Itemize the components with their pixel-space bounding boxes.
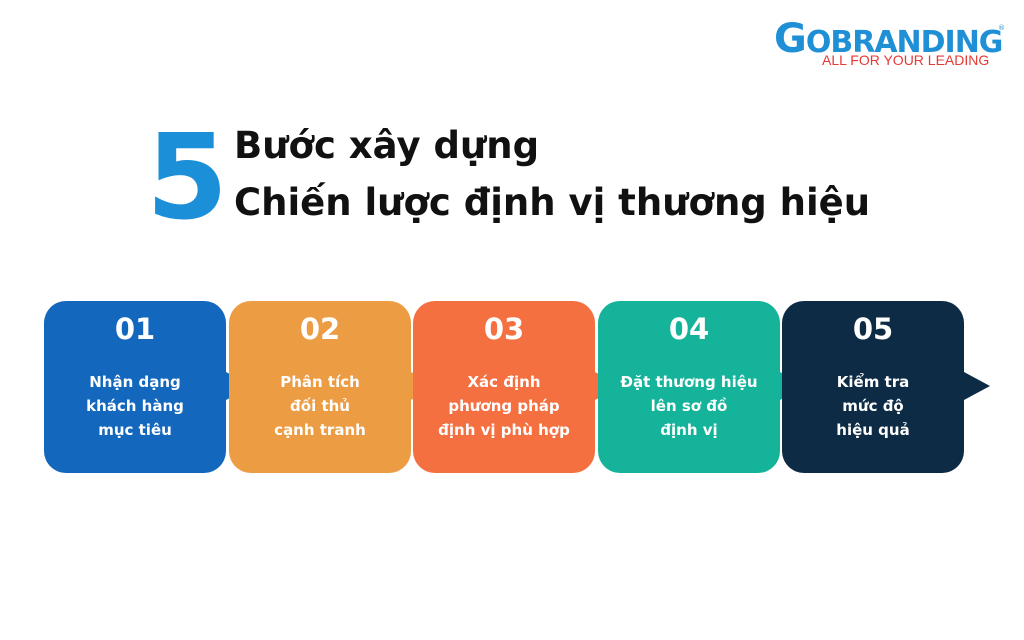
step-label-line: đối thủ bbox=[290, 397, 350, 415]
step-number: 03 bbox=[483, 312, 525, 346]
step-label-line: định vị bbox=[660, 421, 718, 439]
logo-g-letter: G bbox=[774, 16, 807, 62]
step-number: 04 bbox=[668, 312, 710, 346]
step-label-line: hiệu quả bbox=[836, 421, 910, 439]
gobranding-logo: GOBRANDING ® ALL FOR YOUR LEADING bbox=[774, 19, 1005, 72]
step-label-line: Kiểm tra bbox=[836, 373, 910, 391]
step-label-line: lên sơ đồ bbox=[650, 397, 728, 415]
step-card-2: 02 Phân tích đối thủ cạnh tranh bbox=[229, 301, 411, 473]
step-card-5: 05 Kiểm tra mức độ hiệu quả bbox=[782, 301, 964, 473]
logo-wordmark: GOBRANDING bbox=[774, 19, 1004, 60]
title-number: 5 bbox=[146, 108, 229, 246]
step-card-1: 01 Nhận dạng khách hàng mục tiêu bbox=[44, 301, 226, 473]
step-card-4: 04 Đặt thương hiệu lên sơ đồ định vị bbox=[598, 301, 780, 473]
logo-tagline: ALL FOR YOUR LEADING bbox=[822, 52, 990, 68]
step-card-3: 03 Xác định phương pháp định vị phù hợp bbox=[413, 301, 595, 473]
step-label-line: phương pháp bbox=[448, 397, 560, 415]
arrow-icon bbox=[964, 372, 990, 400]
step-label: Phân tích đối thủ cạnh tranh bbox=[235, 370, 405, 442]
step-number: 02 bbox=[299, 312, 341, 346]
step-number: 01 bbox=[114, 312, 156, 346]
step-label-line: định vị phù hợp bbox=[438, 421, 570, 439]
step-label: Đặt thương hiệu lên sơ đồ định vị bbox=[604, 370, 774, 442]
step-label-line: mức độ bbox=[842, 397, 904, 415]
step-label-line: Nhận dạng bbox=[89, 373, 181, 391]
step-label: Nhận dạng khách hàng mục tiêu bbox=[50, 370, 220, 442]
title-line-2: Chiến lược định vị thương hiệu bbox=[234, 181, 871, 224]
title-line-1: Bước xây dựng bbox=[234, 124, 540, 167]
step-label-line: Đặt thương hiệu bbox=[620, 373, 758, 391]
step-label-line: Xác định bbox=[467, 373, 541, 391]
step-number: 05 bbox=[852, 312, 894, 346]
step-label-line: Phân tích bbox=[280, 373, 360, 391]
step-label-line: mục tiêu bbox=[98, 421, 172, 439]
logo-wordmark-rest: OBRANDING bbox=[805, 25, 1004, 60]
registered-mark: ® bbox=[998, 24, 1005, 32]
step-label: Xác định phương pháp định vị phù hợp bbox=[419, 370, 589, 442]
step-label: Kiểm tra mức độ hiệu quả bbox=[788, 370, 958, 442]
step-label-line: khách hàng bbox=[86, 397, 184, 415]
step-label-line: cạnh tranh bbox=[274, 421, 366, 439]
